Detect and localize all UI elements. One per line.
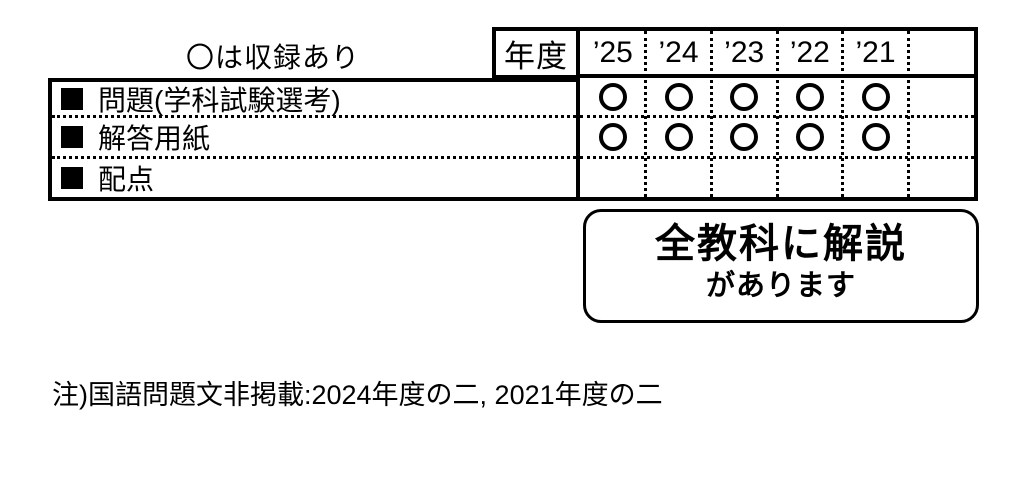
mark-cell <box>711 78 777 115</box>
circle-mark-icon <box>598 123 627 151</box>
footnote: 注)国語問題文非掲載:2024年度の二, 2021年度の二 <box>52 380 663 410</box>
bullet-square-icon <box>61 126 83 148</box>
row-label: 問題(学科試験選考) <box>98 84 341 116</box>
mark-cell <box>777 118 843 156</box>
table-row: 問題(学科試験選考) <box>52 82 576 118</box>
mark-cell <box>580 118 646 156</box>
year-cell: ’25 <box>592 35 633 69</box>
column-divider <box>775 31 779 197</box>
row-label: 配点 <box>98 164 155 195</box>
mark-cell <box>646 159 712 197</box>
circle-mark-icon <box>795 82 824 111</box>
circle-mark-icon <box>664 123 693 151</box>
years-grid: ’25 ’24 ’23 ’22 ’21 <box>576 27 978 201</box>
year-cell: ’22 <box>789 35 830 69</box>
column-divider <box>841 31 845 197</box>
mark-cell <box>777 159 843 197</box>
column-divider <box>906 31 910 197</box>
mark-cell <box>908 118 974 156</box>
marks-row <box>580 159 974 197</box>
year-cell: ’24 <box>658 35 699 69</box>
year-cell <box>908 31 974 74</box>
circle-mark-icon <box>598 82 627 111</box>
mark-cell <box>646 78 712 115</box>
callout-box: 全教科に解説 があります <box>583 209 979 323</box>
mark-cell <box>711 159 777 197</box>
table-row: 解答用紙 <box>52 118 576 159</box>
legend-caption: 〇は収録あり <box>186 42 361 73</box>
mark-cell <box>843 159 909 197</box>
circle-mark-icon <box>861 82 890 111</box>
circle-mark-icon <box>861 123 890 151</box>
circle-mark-icon <box>730 82 759 111</box>
row-label: 解答用紙 <box>98 123 211 154</box>
mark-cell <box>777 78 843 115</box>
circle-mark-icon <box>795 123 824 151</box>
circle-mark-icon <box>664 82 693 111</box>
marks-row <box>580 78 974 118</box>
year-header-cell: 年度 <box>492 27 580 79</box>
circle-mark-icon <box>730 123 759 151</box>
mark-cell <box>843 78 909 115</box>
years-header-row: ’25 ’24 ’23 ’22 ’21 <box>580 31 974 78</box>
column-divider <box>644 31 648 197</box>
bullet-square-icon <box>61 167 83 189</box>
mark-cell <box>843 118 909 156</box>
mark-cell <box>646 118 712 156</box>
mark-cell <box>711 118 777 156</box>
table-row: 配点 <box>52 159 576 197</box>
year-cell: ’23 <box>724 35 765 69</box>
mark-cell <box>908 78 974 115</box>
year-cell: ’21 <box>855 35 896 69</box>
mark-cell <box>580 78 646 115</box>
marks-row <box>580 118 974 159</box>
bullet-square-icon <box>61 87 83 110</box>
mark-cell <box>580 159 646 197</box>
callout-main-text: 全教科に解説 <box>655 222 907 266</box>
callout-sub-text: があります <box>705 270 856 302</box>
mark-cell <box>908 159 974 197</box>
items-table: 問題(学科試験選考) 解答用紙 配点 <box>48 78 576 201</box>
column-divider <box>709 31 713 197</box>
